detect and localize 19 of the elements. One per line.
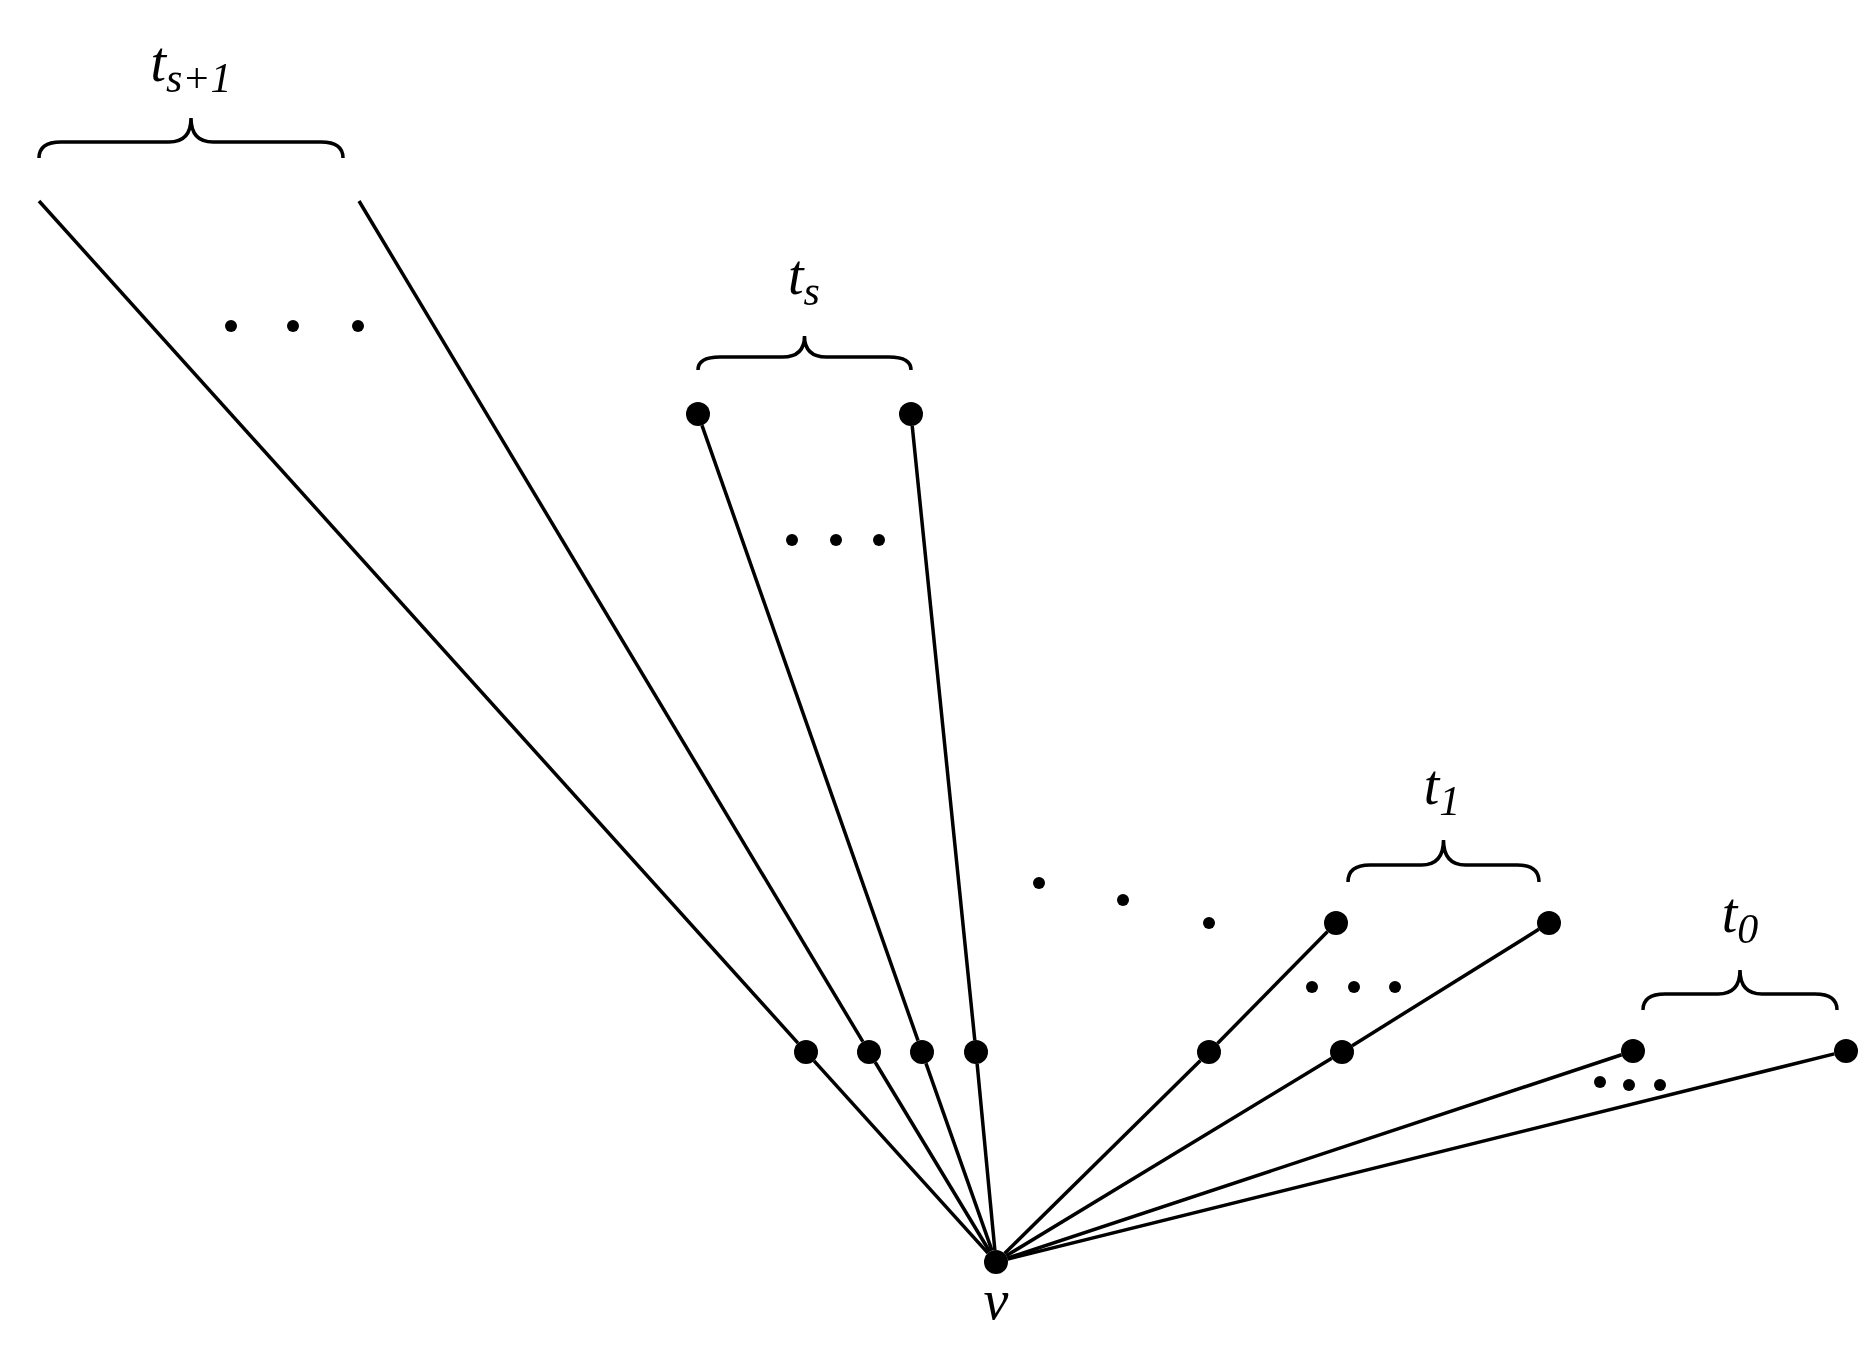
graph-edge [37, 199, 800, 1045]
graph-edge [910, 425, 977, 1041]
graph-edge [873, 1061, 992, 1253]
graph-edge [1003, 1059, 1202, 1255]
graph-edge [975, 1063, 997, 1251]
graph-edge [1005, 1056, 1333, 1258]
math-label: t$_{s}$ [788, 247, 820, 303]
graph-edge [1351, 927, 1540, 1048]
graph-edge [924, 1062, 994, 1252]
vertex-label: v [983, 1272, 1009, 1328]
graph-edge [357, 200, 865, 1043]
math-label: t$_{1}$ [1423, 757, 1461, 813]
graph-edge [1007, 1052, 1835, 1261]
graph-edge [1216, 930, 1329, 1045]
math-label: t$_{0}$ [1721, 885, 1759, 941]
graph-edge [1006, 1053, 1623, 1260]
math-label: t$_{s+1}$ [150, 34, 232, 90]
graph-edge [700, 424, 920, 1042]
graph-edge [812, 1059, 990, 1255]
